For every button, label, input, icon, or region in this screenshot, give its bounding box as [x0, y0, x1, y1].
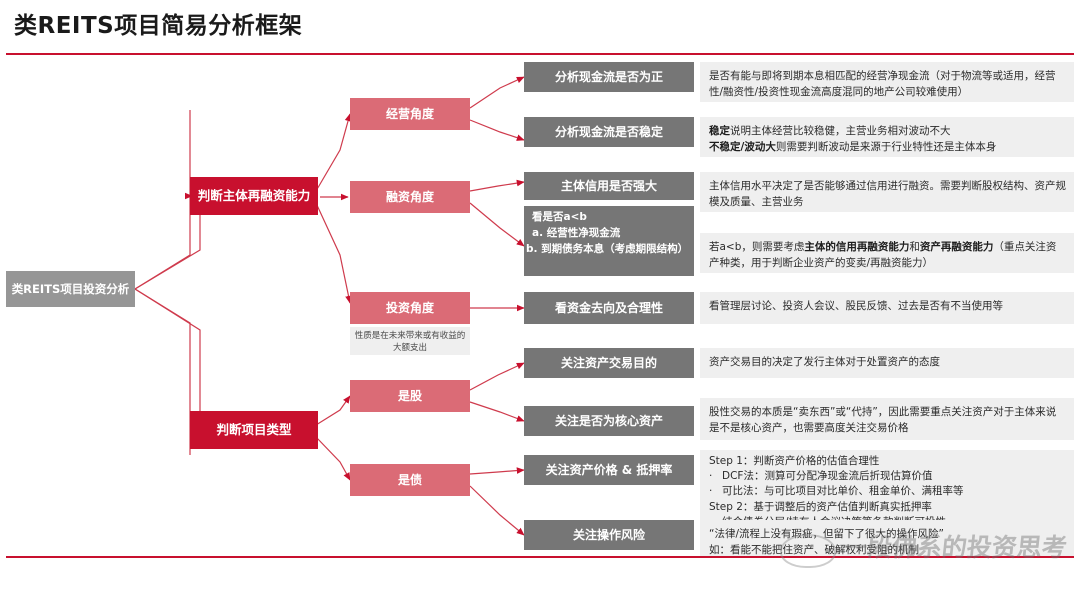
footer-divider-line [6, 556, 1074, 558]
desc-price-ltv-step2: Step 2：基于调整后的资产估值判断真实抵押率 [709, 500, 932, 513]
desc-ab-comparison: 若a<b，则需要考虑主体的信用再融资能力和资产再融资能力（重点关注资产种类，用于… [700, 233, 1074, 273]
branch-node-project-type[interactable]: 判断项目类型 [190, 411, 318, 449]
topic-node-ab-line1: 看是否a<b [532, 211, 587, 223]
desc-operational-risk-line2: 如：看能不能把住资产、破解权利受阻的机制 [709, 544, 919, 557]
angle-node-equity[interactable]: 是股 [350, 380, 470, 412]
angle-node-investing-label: 投资角度 [385, 300, 434, 315]
topic-node-credit-strength[interactable]: 主体信用是否强大 [524, 172, 694, 200]
desc-price-ltv: Step 1：判断资产价格的估值合理性 ·DCF法：测算可分配净现金流后折现估算… [700, 450, 1074, 528]
desc-cashflow-stable-line1: 稳定说明主体经营比较稳健，主营业务相对波动不大 [709, 125, 951, 137]
desc-cashflow-stable: 稳定说明主体经营比较稳健，主营业务相对波动不大 不稳定/波动大则需要判断波动是来… [700, 117, 1074, 157]
desc-credit-strength: 主体信用水平决定了是否能够通过信用进行融资。需要判断股权结构、资产规模及质量、主… [700, 172, 1074, 212]
branch-node-project-type-label: 判断项目类型 [216, 422, 292, 438]
root-node[interactable]: 类REITS项目投资分析 [6, 271, 135, 307]
topic-node-operational-risk[interactable]: 关注操作风险 [524, 520, 694, 550]
topic-node-core-asset-label: 关注是否为核心资产 [554, 413, 663, 428]
topic-node-credit-strength-label: 主体信用是否强大 [560, 178, 657, 193]
desc-operational-risk: “法律/流程上没有瑕疵，但留下了很大的操作风险” 如：看能不能把住资产、破解权利… [700, 520, 1074, 556]
topic-node-ab-comparison[interactable]: 看是否a<b a. 经营性净现金流 b. 到期债务本息（考虑期限结构） [524, 206, 694, 276]
angle-node-equity-label: 是股 [397, 388, 422, 403]
angle-node-financing-label: 融资角度 [385, 189, 434, 204]
desc-price-ltv-step1: Step 1：判断资产价格的估值合理性 [709, 455, 880, 467]
desc-price-ltv-bullet1: ·DCF法：测算可分配净现金流后折现估算价值 [709, 470, 933, 483]
desc-fund-usage: 看管理层讨论、投资人会议、股民反馈、过去是否有不当使用等 [700, 292, 1074, 324]
topic-node-cashflow-stable-label: 分析现金流是否稳定 [554, 124, 663, 139]
topic-node-transaction-purpose-label: 关注资产交易目的 [560, 355, 657, 370]
desc-transaction-purpose: 资产交易目的决定了发行主体对于处置资产的态度 [700, 348, 1074, 378]
topic-node-core-asset[interactable]: 关注是否为核心资产 [524, 406, 694, 436]
topic-node-fund-usage[interactable]: 看资金去向及合理性 [524, 292, 694, 324]
topic-node-transaction-purpose[interactable]: 关注资产交易目的 [524, 348, 694, 378]
topic-node-ab-line3: b. 到期债务本息（考虑期限结构） [526, 242, 689, 255]
branch-node-refinancing[interactable]: 判断主体再融资能力 [190, 177, 318, 215]
branch-node-refinancing-label: 判断主体再融资能力 [197, 188, 311, 204]
topic-node-price-ltv-label: 关注资产价格 & 抵押率 [545, 462, 673, 477]
angle-node-debt[interactable]: 是债 [350, 464, 470, 496]
topic-node-cashflow-stable[interactable]: 分析现金流是否稳定 [524, 117, 694, 147]
topic-node-cashflow-positive[interactable]: 分析现金流是否为正 [524, 62, 694, 92]
topic-node-cashflow-positive-label: 分析现金流是否为正 [554, 69, 663, 84]
desc-operational-risk-line1: “法律/流程上没有瑕疵，但留下了很大的操作风险” [709, 528, 944, 540]
angle-node-investing[interactable]: 投资角度 [350, 292, 470, 324]
topic-node-fund-usage-label: 看资金去向及合理性 [554, 300, 663, 315]
topic-node-price-ltv[interactable]: 关注资产价格 & 抵押率 [524, 455, 694, 485]
angle-node-operating[interactable]: 经营角度 [350, 98, 470, 130]
angle-node-debt-label: 是债 [397, 472, 422, 487]
root-node-label: 类REITS项目投资分析 [11, 281, 130, 296]
desc-cashflow-stable-line2: 不稳定/波动大则需要判断波动是来源于行业特性还是主体本身 [709, 141, 997, 154]
topic-node-operational-risk-label: 关注操作风险 [572, 527, 645, 542]
topic-node-ab-line2: a. 经营性净现金流 [532, 226, 621, 239]
header-divider-line [6, 53, 1074, 55]
page-title: 类REITS项目简易分析框架 [14, 13, 303, 39]
angle-node-investing-note: 性质是在未来带来或有收益的大额支出 [350, 327, 470, 355]
desc-price-ltv-bullet2: ·可比法：与可比项目对比单价、租金单价、满租率等 [709, 485, 964, 498]
desc-core-asset: 股性交易的本质是“卖东西”或“代持”，因此需要重点关注资产对于主体来说是不是核心… [700, 398, 1074, 440]
angle-node-financing[interactable]: 融资角度 [350, 181, 470, 213]
desc-cashflow-positive: 是否有能与即将到期本息相匹配的经营净现金流（对于物流等或适用，经营性/融资性/投… [700, 62, 1074, 102]
angle-node-operating-label: 经营角度 [385, 106, 434, 121]
